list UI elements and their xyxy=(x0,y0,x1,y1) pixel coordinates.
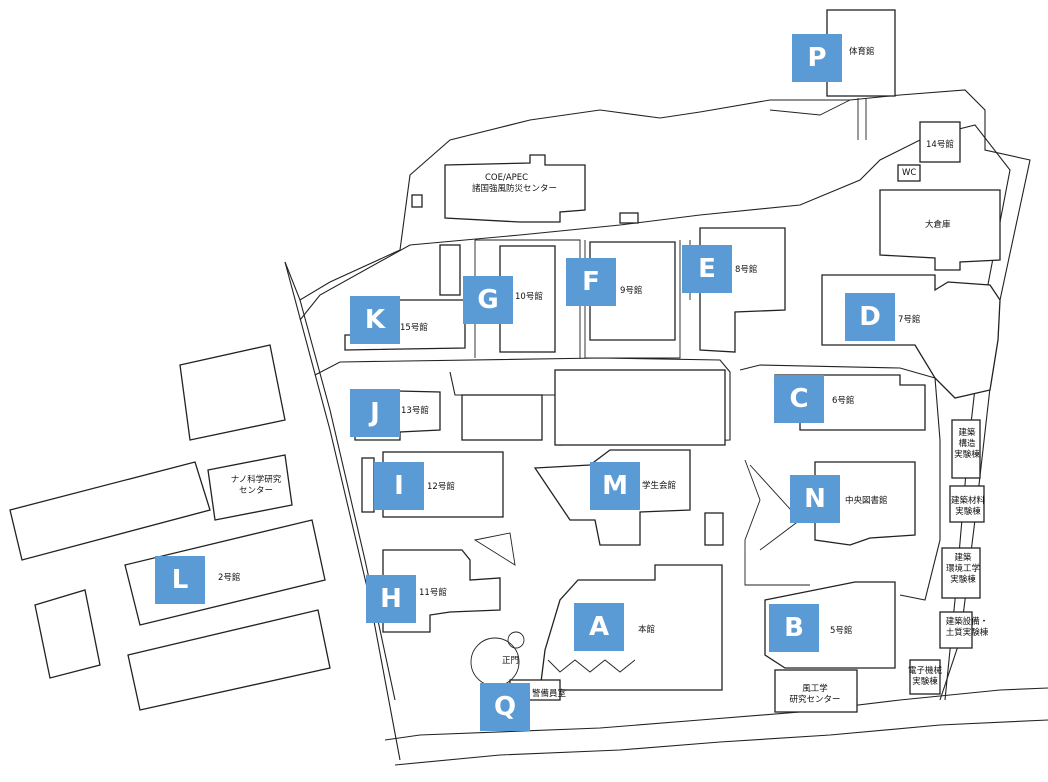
marker-E[interactable]: E xyxy=(682,245,732,293)
label-building-12: 12号館 xyxy=(427,482,455,492)
west-block-5 xyxy=(34,589,101,679)
label-building-2: 2号館 xyxy=(218,573,241,583)
marker-D[interactable]: D xyxy=(845,293,895,341)
label-coe-line1: COE/APEC xyxy=(485,173,529,183)
label-arch-equip: 建築設備・ 土質実験棟 xyxy=(945,617,989,638)
marker-H[interactable]: H xyxy=(366,575,416,623)
marker-I[interactable]: I xyxy=(374,462,424,510)
label-okura: 大倉庫 xyxy=(925,220,951,230)
marker-Q[interactable]: Q xyxy=(480,683,530,731)
block-center-north-2 xyxy=(554,369,726,446)
label-library: 中央図書館 xyxy=(845,496,888,506)
marker-M[interactable]: M xyxy=(590,462,640,510)
marker-K[interactable]: K xyxy=(350,296,400,344)
label-building-14: 14号館 xyxy=(926,140,954,150)
label-main-building: 本館 xyxy=(638,625,656,635)
gym-building xyxy=(826,9,896,97)
label-building-10: 10号館 xyxy=(515,292,543,302)
marker-J[interactable]: J xyxy=(350,389,400,437)
block-center-north xyxy=(461,394,543,441)
main-building-zigzag xyxy=(547,659,636,673)
building-14 xyxy=(919,121,961,163)
label-guard-room: 警備員室 xyxy=(532,689,567,699)
label-building-7: 7号館 xyxy=(898,315,921,325)
wc-building xyxy=(897,164,921,182)
label-building-13: 13号館 xyxy=(401,406,429,416)
coe-apec-building xyxy=(444,154,586,223)
label-coe-line2: 諸国強風防災センター xyxy=(472,184,558,194)
label-nano-center: ナノ科学研究 センター xyxy=(230,475,282,496)
label-building-9: 9号館 xyxy=(620,286,643,296)
label-arch-struct: 建築 構造 実験棟 xyxy=(954,428,980,460)
marker-N[interactable]: N xyxy=(790,475,840,523)
label-building-6: 6号館 xyxy=(832,396,855,406)
gate-plaza-2 xyxy=(507,631,525,649)
central-library xyxy=(814,461,916,546)
road-south-2 xyxy=(394,719,1048,766)
nano-center xyxy=(207,454,293,521)
road-south xyxy=(384,687,1048,741)
label-building-8: 8号館 xyxy=(735,265,758,275)
building-15-annex xyxy=(439,244,461,296)
label-student-hall: 学生会館 xyxy=(642,481,677,491)
label-gym: 体育館 xyxy=(849,47,875,57)
marker-P[interactable]: P xyxy=(792,34,842,82)
west-block-3 xyxy=(9,461,211,561)
campus-boundary-north xyxy=(284,89,1031,701)
marker-G[interactable]: G xyxy=(463,276,513,324)
label-building-15: 15号館 xyxy=(400,323,428,333)
main-building xyxy=(539,564,723,691)
label-arch-material: 建築材料 実験棟 xyxy=(950,496,986,517)
marker-C[interactable]: C xyxy=(774,375,824,423)
label-arch-env: 建築 環境工学 実験棟 xyxy=(945,553,981,585)
label-elec-mech: 電子機械 実験棟 xyxy=(907,666,943,687)
label-building-11: 11号館 xyxy=(419,588,447,598)
inner-road-east xyxy=(739,364,941,601)
label-wc: WC xyxy=(902,168,917,178)
label-main-gate: 正門 xyxy=(502,656,520,666)
road-west-1 xyxy=(284,261,401,761)
road-west-2 xyxy=(299,299,396,701)
arch-equip-lab xyxy=(939,611,973,649)
triangle-plot xyxy=(473,532,516,566)
label-wind-eng-center: 風工学 研究センター xyxy=(789,684,841,705)
coe-small-2 xyxy=(619,212,639,224)
marker-F[interactable]: F xyxy=(566,258,616,306)
west-block-6 xyxy=(127,609,331,711)
wind-eng-center xyxy=(774,669,858,713)
marker-L[interactable]: L xyxy=(155,556,205,604)
coe-small-1 xyxy=(411,194,423,208)
label-building-5: 5号館 xyxy=(830,626,853,636)
marker-A[interactable]: A xyxy=(574,603,624,651)
marker-B[interactable]: B xyxy=(769,604,819,652)
path-to-gym xyxy=(769,99,851,116)
arch-material-lab xyxy=(949,485,985,523)
elec-mech-lab xyxy=(909,659,941,695)
building-12-wing xyxy=(361,457,375,513)
student-hall-annex xyxy=(704,512,724,546)
okura-warehouse xyxy=(879,189,1001,271)
arch-env-lab xyxy=(941,547,981,599)
arch-struct-lab xyxy=(951,419,981,479)
path-gym-stem xyxy=(857,98,867,140)
west-block-1 xyxy=(179,344,286,441)
